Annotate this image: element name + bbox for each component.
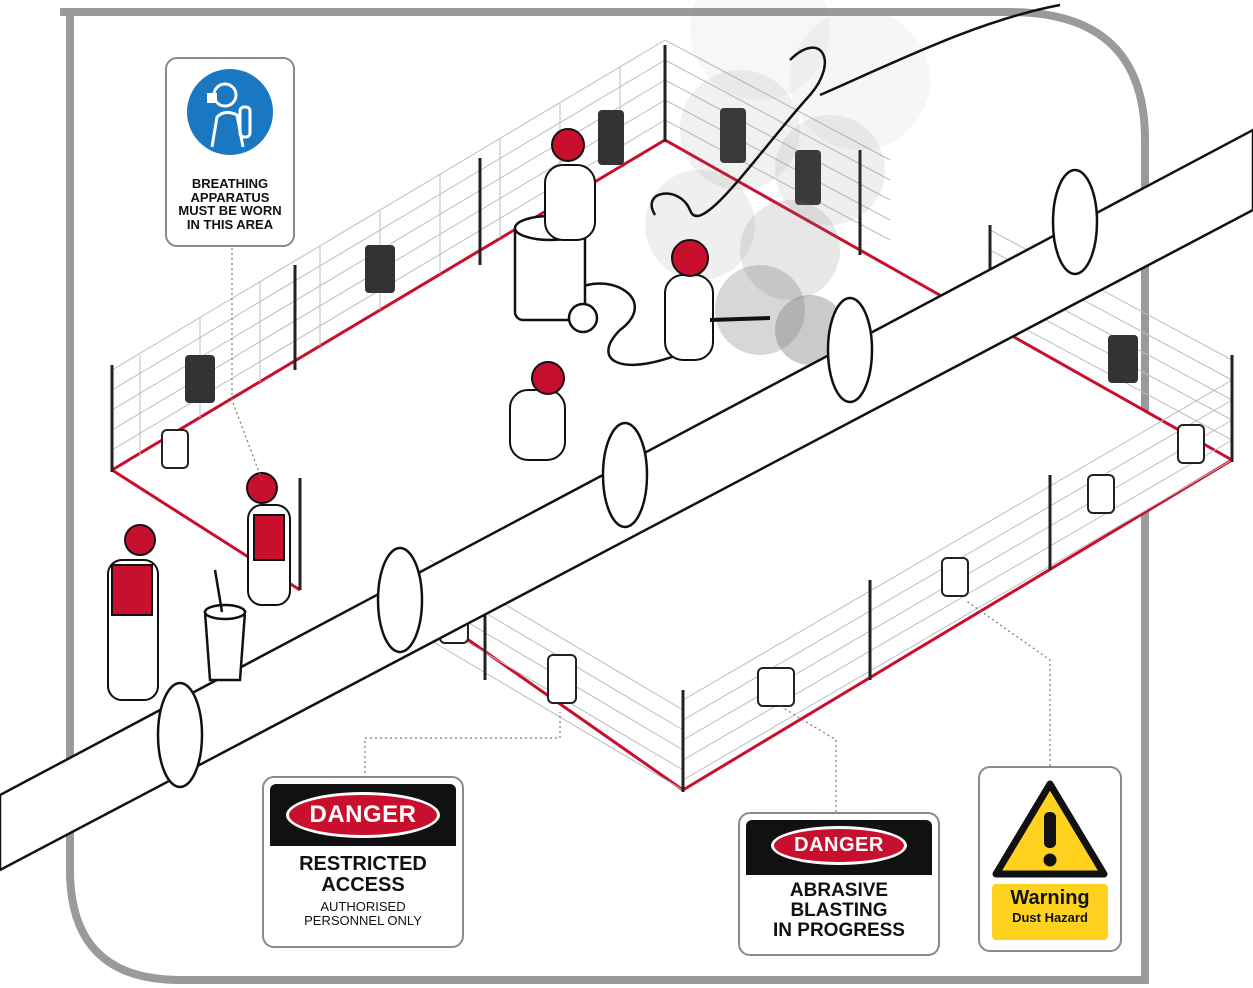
leader-lines [231, 248, 1051, 812]
restricted-sub-1: AUTHORISED [320, 899, 406, 914]
restricted-access-sign: DANGER RESTRICTED ACCESS AUTHORISED PERS… [262, 776, 464, 948]
breathing-apparatus-sign: BREATHING APPARATUS MUST BE WORN IN THIS… [165, 57, 295, 247]
abrasive-title-1: ABRASIVE [789, 880, 889, 901]
vent-grilles [185, 108, 1138, 403]
worker-blaster [664, 239, 771, 361]
worker-kneeling [509, 361, 566, 461]
worker-mixer [107, 524, 159, 701]
fence-back-right [664, 39, 1233, 441]
danger-badge: DANGER [771, 826, 907, 865]
breathing-line-2: APPARATUS [190, 189, 270, 205]
danger-badge: DANGER [286, 792, 440, 838]
warning-subtitle: Dust Hazard [1012, 910, 1088, 925]
worker-inspector [246, 472, 291, 606]
warning-label-box: Warning Dust Hazard [992, 884, 1108, 940]
dust-cloud [645, 0, 930, 365]
warning-triangle-icon [992, 780, 1108, 878]
outer-frame [60, 7, 1149, 984]
warning-dust-sign: Warning Dust Hazard [978, 766, 1122, 952]
restricted-title-2: ACCESS [321, 874, 405, 896]
restricted-sub-2: PERSONNEL ONLY [304, 912, 422, 928]
warning-title: Warning [1010, 887, 1090, 909]
breathing-line-4: IN THIS AREA [186, 216, 274, 232]
worker-pot-operator [544, 128, 596, 241]
breathing-apparatus-icon [187, 69, 273, 155]
pipe-flanges [156, 168, 1099, 789]
coating-bucket [203, 569, 247, 682]
abrasive-blasting-sign: DANGER ABRASIVE BLASTING IN PROGRESS [738, 812, 940, 956]
hoses [574, 3, 1061, 366]
abrasive-title-2: BLASTING [790, 899, 888, 921]
breathing-line-1: BREATHING [191, 176, 269, 191]
abrasive-title-3: IN PROGRESS [773, 919, 905, 941]
restricted-title-1: RESTRICTED [299, 853, 427, 875]
pipeline [0, 128, 1253, 872]
breathing-line-3: MUST BE WORN [178, 203, 282, 219]
